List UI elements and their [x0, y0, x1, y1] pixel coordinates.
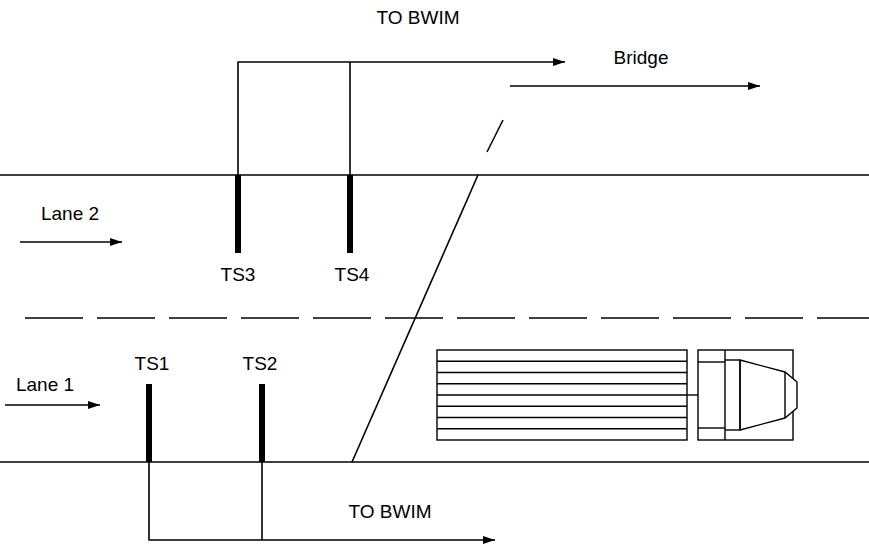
lane-label: Lane 2 — [39, 204, 101, 225]
sensor-label: TS3 — [219, 265, 258, 286]
bridge-arrow — [510, 85, 760, 87]
sensor-cable — [149, 462, 495, 540]
bridge-label: Bridge — [612, 48, 671, 69]
trailer-slat — [437, 417, 687, 418]
trailer-slat — [437, 394, 687, 395]
lane-divider — [25, 317, 869, 319]
lane-label: Lane 1 — [14, 375, 76, 396]
truck — [437, 350, 797, 440]
bridge-leader — [487, 120, 503, 152]
trailer-slat — [437, 372, 687, 373]
sensor-cable — [261, 462, 263, 540]
trailer — [437, 350, 687, 440]
road-edge — [0, 461, 869, 463]
lane-arrow — [5, 404, 100, 406]
trailer-slat — [437, 406, 687, 407]
tape-switch — [235, 175, 241, 253]
tape-switch — [146, 384, 152, 462]
tape-switch — [259, 384, 265, 462]
road-edge — [0, 174, 869, 176]
sensor-label: TS2 — [241, 354, 280, 375]
tape-switch — [347, 175, 353, 253]
trailer-slat — [437, 361, 687, 362]
sensor-label: TS4 — [333, 265, 372, 286]
sensor-cable — [349, 62, 351, 175]
sensor-cable — [238, 62, 565, 175]
lane-arrow — [20, 241, 122, 243]
output-label: TO BWIM — [346, 502, 433, 523]
output-label: TO BWIM — [374, 8, 461, 29]
trailer-slat — [437, 428, 687, 429]
sensor-label: TS1 — [133, 354, 172, 375]
trailer-slat — [437, 383, 687, 384]
